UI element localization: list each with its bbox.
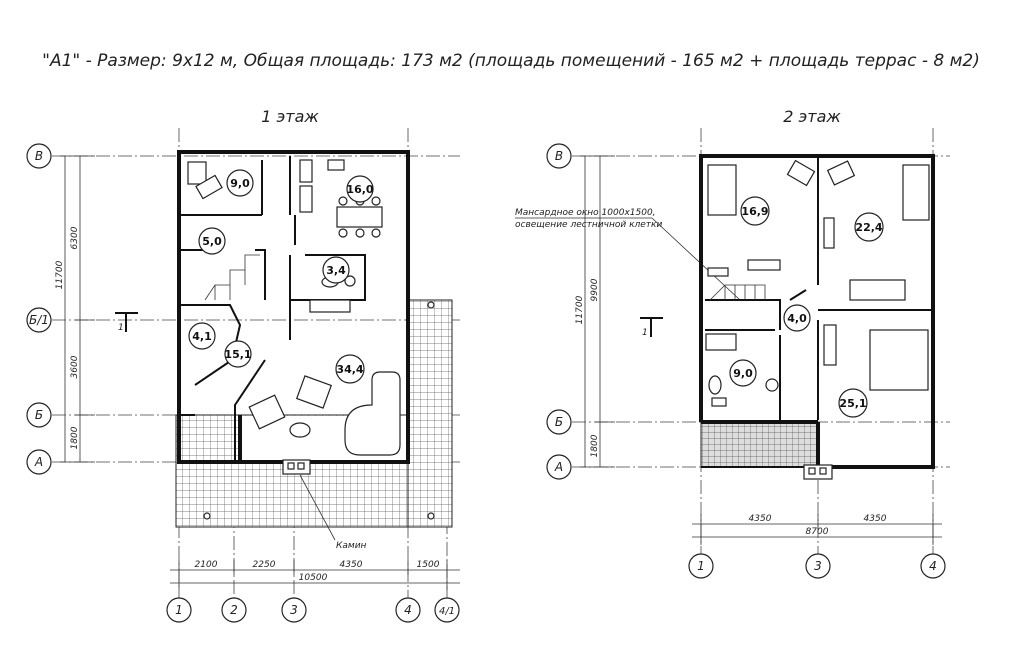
dim-4350-left: 4350 <box>749 514 772 524</box>
room-area: 15,1 <box>224 340 252 368</box>
svg-text:25,1: 25,1 <box>839 397 866 410</box>
room-area: 4,1 <box>188 322 216 350</box>
svg-text:9,0: 9,0 <box>733 367 753 380</box>
axis-marker-b: Б <box>26 402 52 428</box>
dim-10500: 10500 <box>299 573 328 583</box>
room-area: 22,4 <box>854 212 884 242</box>
svg-text:22,4: 22,4 <box>855 221 882 234</box>
section-mark-second: 1 <box>642 328 648 338</box>
room-area: 9,0 <box>226 169 254 197</box>
fireplace-label: Камин <box>336 541 367 551</box>
room-area: 4,0 <box>783 304 811 332</box>
svg-text:В: В <box>35 149 43 163</box>
svg-text:15,1: 15,1 <box>224 348 251 361</box>
dim-4350-right: 4350 <box>864 514 887 524</box>
axis-marker-4: 4 <box>920 553 946 579</box>
svg-text:А: А <box>34 455 43 469</box>
svg-text:2: 2 <box>230 603 238 617</box>
balcony-tiled <box>700 421 819 468</box>
dim-1800: 1800 <box>590 434 600 457</box>
axis-marker-1: 1 <box>166 597 192 623</box>
svg-text:3,4: 3,4 <box>326 264 346 277</box>
dim-2100: 2100 <box>195 560 218 570</box>
room-area: 34,4 <box>335 354 365 384</box>
dim-11700: 11700 <box>55 260 65 289</box>
first-floor-plan: 1 этаж В Б/1 Б А 11700 6300 3600 1800 1 <box>26 107 460 623</box>
plan-title: "А1" - Размер: 9x12 м, Общая площадь: 17… <box>42 51 980 71</box>
axis-marker-v: В <box>26 143 52 169</box>
axis-marker-b: Б <box>546 409 572 435</box>
svg-text:1: 1 <box>175 603 183 617</box>
svg-text:Б: Б <box>35 408 43 422</box>
svg-text:1: 1 <box>697 559 705 573</box>
dim-3600: 3600 <box>70 355 80 378</box>
dim-1500: 1500 <box>417 560 440 570</box>
svg-text:3: 3 <box>814 559 822 573</box>
axis-marker-4-1: 4/1 <box>434 597 460 623</box>
svg-text:4: 4 <box>929 559 937 573</box>
svg-text:5,0: 5,0 <box>202 235 222 248</box>
axis-marker-4: 4 <box>395 597 421 623</box>
dormer-note-line1: Мансардное окно 1000x1500, <box>515 208 656 218</box>
svg-text:Б: Б <box>555 415 563 429</box>
dim-9900: 9900 <box>590 278 600 301</box>
section-mark-first: 1 <box>118 323 124 333</box>
dim-6300: 6300 <box>70 226 80 249</box>
svg-text:Б/1: Б/1 <box>29 313 49 327</box>
svg-text:4: 4 <box>404 603 412 617</box>
svg-text:16,9: 16,9 <box>741 205 768 218</box>
svg-text:4,1: 4,1 <box>192 330 212 343</box>
svg-text:4,0: 4,0 <box>787 312 807 325</box>
svg-text:16,0: 16,0 <box>346 183 373 196</box>
room-area: 3,4 <box>322 256 350 284</box>
svg-text:9,0: 9,0 <box>230 177 250 190</box>
axis-marker-v: В <box>546 143 572 169</box>
room-area: 5,0 <box>198 227 226 255</box>
axis-marker-b1: Б/1 <box>26 307 52 333</box>
svg-text:3: 3 <box>290 603 298 617</box>
svg-text:А: А <box>554 460 563 474</box>
first-floor-label: 1 этаж <box>261 107 319 126</box>
dim-4350: 4350 <box>340 560 363 570</box>
dim-1800: 1800 <box>70 426 80 449</box>
svg-text:34,4: 34,4 <box>336 363 363 376</box>
axis-marker-2: 2 <box>221 597 247 623</box>
room-area: 25,1 <box>838 388 868 418</box>
axis-marker-3: 3 <box>281 597 307 623</box>
dim-8700: 8700 <box>806 527 829 537</box>
svg-text:4/1: 4/1 <box>439 606 455 617</box>
axis-marker-3: 3 <box>805 553 831 579</box>
axis-marker-a: А <box>546 454 572 480</box>
axis-marker-a: А <box>26 449 52 475</box>
axis-marker-1: 1 <box>688 553 714 579</box>
second-floor-plan: 2 этаж В Б А 11700 9900 1800 1 Мансардно… <box>515 107 950 579</box>
room-area: 9,0 <box>729 359 757 387</box>
room-area: 16,0 <box>346 175 374 203</box>
second-floor-label: 2 этаж <box>783 107 841 126</box>
svg-text:В: В <box>555 149 563 163</box>
room-area: 16,9 <box>740 196 770 226</box>
dim-2250: 2250 <box>253 560 276 570</box>
dormer-note-line2: освещение лестничной клетки <box>515 220 662 230</box>
dim-11700: 11700 <box>575 295 585 324</box>
